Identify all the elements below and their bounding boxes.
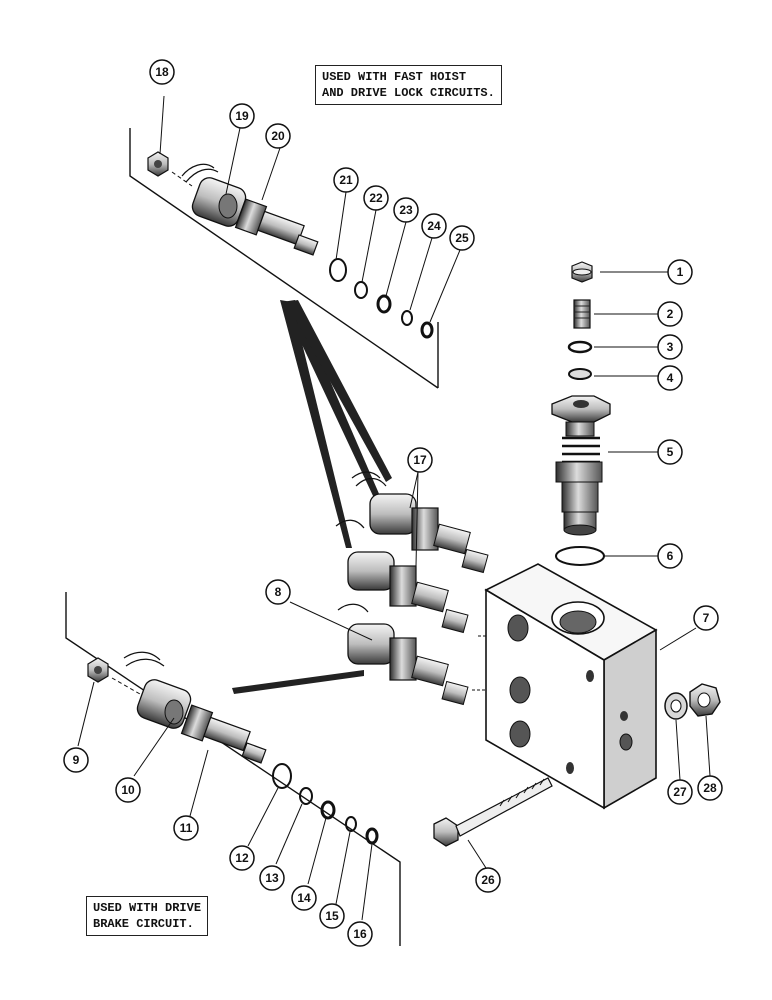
callout-12: 12 (229, 845, 255, 871)
svg-text:18: 18 (155, 65, 169, 79)
callout-10: 10 (115, 777, 141, 803)
callout-18: 18 (149, 59, 175, 85)
fast-hoist-note-line1: USED WITH FAST HOIST (322, 70, 467, 84)
svg-text:22: 22 (369, 191, 383, 205)
callout-27: 27 (667, 779, 693, 805)
part-17-solenoid-middle (335, 519, 469, 634)
callout-8: 8 (265, 579, 291, 605)
callout-22: 22 (363, 185, 389, 211)
svg-text:10: 10 (121, 783, 135, 797)
callout-16: 16 (347, 921, 373, 947)
part-9-nut (87, 657, 109, 683)
svg-text:6: 6 (667, 549, 674, 563)
svg-text:21: 21 (339, 173, 353, 187)
svg-text:28: 28 (703, 781, 717, 795)
svg-text:23: 23 (399, 203, 413, 217)
part-5-relief-cartridge (551, 395, 611, 536)
callout-20: 20 (265, 123, 291, 149)
drive-brake-note: USED WITH DRIVE BRAKE CIRCUIT. (86, 896, 209, 936)
svg-text:17: 17 (413, 453, 427, 467)
part-28-nut (689, 683, 721, 717)
kit-leader-lines-bottom (232, 670, 364, 694)
svg-text:12: 12 (235, 851, 249, 865)
svg-text:24: 24 (427, 219, 441, 233)
svg-text:14: 14 (297, 891, 311, 905)
part-7-valve-body (472, 563, 658, 810)
part-3-washer (567, 340, 593, 354)
callout-1: 1 (667, 259, 693, 285)
svg-text:2: 2 (667, 307, 674, 321)
part-4-washer (568, 368, 592, 380)
svg-text:5: 5 (667, 445, 674, 459)
drive-brake-note-line2: BRAKE CIRCUIT. (93, 917, 194, 931)
callout-15: 15 (319, 903, 345, 929)
part-10-11-solenoid-valve (123, 651, 267, 764)
svg-text:27: 27 (673, 785, 687, 799)
callout-21: 21 (333, 167, 359, 193)
top-kit-panel (129, 128, 439, 389)
svg-text:26: 26 (481, 873, 495, 887)
callout-11: 11 (173, 815, 199, 841)
callout-13: 13 (259, 865, 285, 891)
fast-hoist-note: USED WITH FAST HOIST AND DRIVE LOCK CIRC… (315, 65, 502, 105)
callout-25: 25 (449, 225, 475, 251)
callout-28: 28 (697, 775, 723, 801)
svg-text:13: 13 (265, 871, 279, 885)
callout-2: 2 (657, 301, 683, 327)
callout-5: 5 (657, 439, 683, 465)
callout-9: 9 (63, 747, 89, 773)
bottom-kit-panel (65, 592, 401, 946)
callout-26: 26 (475, 867, 501, 893)
kit-leader-lines-top (280, 300, 392, 548)
part-1-nut (571, 261, 593, 283)
part-26-bolt (433, 777, 553, 847)
svg-text:9: 9 (73, 753, 80, 767)
callout-19: 19 (229, 103, 255, 129)
fast-hoist-note-line2: AND DRIVE LOCK CIRCUITS. (322, 86, 495, 100)
part-21-25-seal-rings (329, 258, 434, 339)
part-17-solenoid-upper (351, 471, 489, 574)
callout-4: 4 (657, 365, 683, 391)
svg-text:4: 4 (667, 371, 674, 385)
svg-text:15: 15 (325, 909, 339, 923)
callout-6: 6 (657, 543, 683, 569)
svg-text:7: 7 (703, 611, 710, 625)
part-2-adjusting-screw (573, 299, 591, 329)
part-27-washer (664, 692, 688, 720)
part-6-o-ring (555, 546, 605, 566)
svg-text:3: 3 (667, 340, 674, 354)
callout-3: 3 (657, 334, 683, 360)
svg-text:16: 16 (353, 927, 367, 941)
callout-7: 7 (693, 605, 719, 631)
part-18-nut (147, 151, 169, 177)
callout-leaders (77, 95, 711, 921)
callout-17: 17 (407, 447, 433, 473)
svg-text:19: 19 (235, 109, 249, 123)
svg-text:11: 11 (180, 821, 193, 835)
callout-23: 23 (393, 197, 419, 223)
callout-14: 14 (291, 885, 317, 911)
svg-text:8: 8 (275, 585, 282, 599)
drive-brake-note-line1: USED WITH DRIVE (93, 901, 202, 915)
part-19-20-solenoid-valve (181, 163, 319, 256)
svg-text:1: 1 (677, 265, 684, 279)
callout-24: 24 (421, 213, 447, 239)
part-12-16-seal-rings (272, 763, 379, 845)
svg-text:25: 25 (455, 231, 469, 245)
svg-text:20: 20 (271, 129, 285, 143)
